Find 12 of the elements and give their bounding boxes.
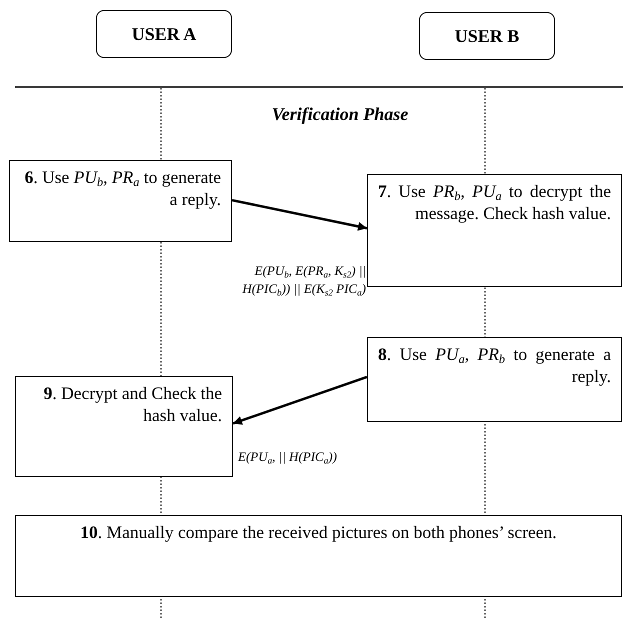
arrow xyxy=(232,198,368,231)
phase-heading: Verification Phase xyxy=(270,104,410,125)
process-box: 9. Decrypt and Check the hash value. xyxy=(15,376,233,477)
arrow xyxy=(232,376,368,425)
edge-label: E(PU$_{b}$, E(PR$_{a}$, K$_{s2}$) || H(PIC$_{b}$)) || E(K$_{s2}$ PIC$_{a}$) xyxy=(241,262,366,298)
actor-box: USER A xyxy=(96,10,232,58)
edge-label: E(PU$_{a}$, || H(PIC$_{a}$)) xyxy=(238,448,337,466)
actor-box: USER B xyxy=(419,12,555,60)
process-box: 10. Manually compare the received pictures on both phones’ screen. xyxy=(15,515,622,597)
process-box: 7. Use PR$_{b}$, PU$_{a}$ to decrypt the message. Check hash value. xyxy=(367,174,622,287)
process-box: 6. Use PU$_{b}$, PR$_{a}$ to generate a reply. xyxy=(9,160,232,242)
process-box: 8. Use PU$_{a}$, PR$_{b}$ to generate a reply. xyxy=(367,337,622,422)
